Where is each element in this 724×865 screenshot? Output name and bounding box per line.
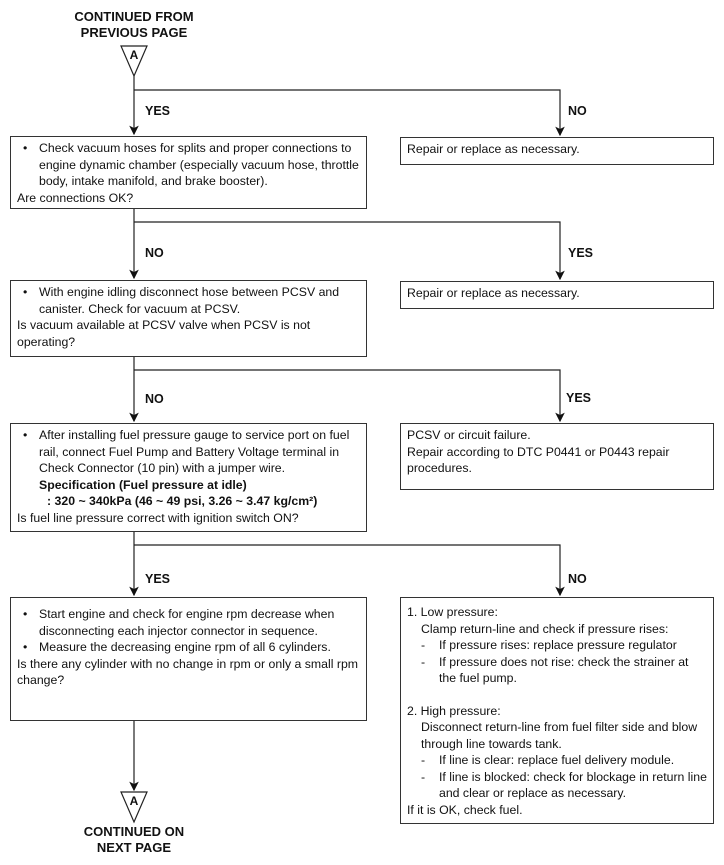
branch-label: YES xyxy=(145,572,171,586)
continued-on-footer: CONTINUED ON NEXT PAGE xyxy=(34,824,234,856)
step1-repair-box: Repair or replace as necessary. xyxy=(400,137,714,165)
bullet: With engine idling disconnect hose betwe… xyxy=(17,284,360,317)
high-pressure-title: 2. High pressure: xyxy=(407,703,501,718)
question: Is there any cylinder with no change in … xyxy=(17,656,359,688)
branch-label: NO xyxy=(145,392,164,406)
spec-value: : 320 ~ 340kPa (46 ~ 49 psi, 3.26 ~ 3.47… xyxy=(47,494,318,508)
question: Is vacuum available at PCSV valve when P… xyxy=(17,318,311,349)
step4-pressure-box: 1. Low pressure: Clamp return-line and c… xyxy=(400,597,714,824)
step1-check-box: Check vacuum hoses for splits and proper… xyxy=(10,136,367,209)
text-line: Disconnect return-line from fuel filter … xyxy=(421,720,698,751)
step4-check-box: Start engine and check for engine rpm de… xyxy=(10,597,367,721)
text-line: If it is OK, check fuel. xyxy=(407,802,523,817)
branch-label: YES xyxy=(568,246,594,260)
branch-label: YES xyxy=(145,104,171,118)
end-connector-triangle xyxy=(120,791,148,824)
branch-label: YES xyxy=(566,391,592,405)
list-item: If pressure rises: replace pressure regu… xyxy=(407,637,707,654)
step3-failure-box: PCSV or circuit failure. Repair accordin… xyxy=(400,423,714,490)
list-item: If line is blocked: check for blockage i… xyxy=(407,769,707,802)
step2-check-box: With engine idling disconnect hose betwe… xyxy=(10,280,367,357)
connector-a-bottom: A xyxy=(129,794,139,808)
text-line: PCSV or circuit failure. xyxy=(407,428,531,442)
bullet: Check vacuum hoses for splits and proper… xyxy=(17,140,360,190)
bullet: Measure the decreasing engine rpm of all… xyxy=(17,639,360,656)
branch-label: NO xyxy=(568,572,587,586)
bullet: After installing fuel pressure gauge to … xyxy=(17,427,360,477)
text-line: Repair according to DTC P0441 or P0443 r… xyxy=(407,444,670,476)
step2-repair-box: Repair or replace as necessary. xyxy=(400,281,714,309)
step3-check-box: After installing fuel pressure gauge to … xyxy=(10,423,367,532)
footer-line: CONTINUED ON xyxy=(83,824,185,839)
spec-title: Specification (Fuel pressure at idle) xyxy=(39,477,247,492)
header-line: PREVIOUS PAGE xyxy=(80,25,188,40)
list-item: If line is clear: replace fuel delivery … xyxy=(407,752,707,769)
connector-a-top: A xyxy=(129,48,139,62)
low-pressure-title: 1. Low pressure: xyxy=(407,605,498,619)
header-line: CONTINUED FROM xyxy=(74,9,194,24)
text-line: Clamp return-line and check if pressure … xyxy=(421,621,669,636)
bullet: Start engine and check for engine rpm de… xyxy=(17,606,360,639)
list-item: If pressure does not rise: check the str… xyxy=(407,654,707,687)
footer-line: NEXT PAGE xyxy=(96,840,172,855)
question: Are connections OK? xyxy=(17,190,134,205)
branch-label: NO xyxy=(145,246,164,260)
branch-label: NO xyxy=(568,104,587,118)
continued-from-header: CONTINUED FROM PREVIOUS PAGE xyxy=(34,9,234,41)
question: Is fuel line pressure correct with ignit… xyxy=(17,510,299,525)
start-connector-triangle xyxy=(120,45,148,78)
